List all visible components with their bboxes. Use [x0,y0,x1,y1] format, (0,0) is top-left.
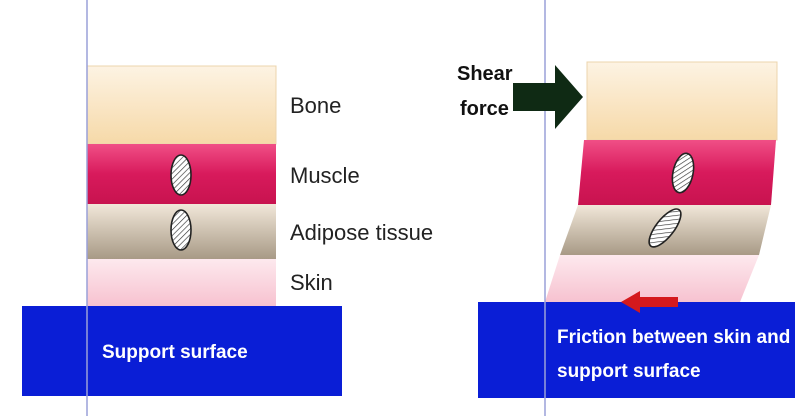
left-panel: Bone Muscle Adipose tissue Skin Support … [22,0,433,416]
label-muscle: Muscle [290,163,360,188]
left-bone-layer [87,66,276,144]
shear-force-arrow-icon [513,65,583,129]
label-skin: Skin [290,270,333,295]
label-adipose: Adipose tissue [290,220,433,245]
left-adipose-vessel-icon [171,210,191,250]
left-skin-layer [87,259,276,306]
right-bone-layer [587,62,777,140]
left-muscle-vessel-icon [171,155,191,195]
left-surface-label: Support surface [102,342,248,363]
right-panel: Shear force Friction between skin and su… [457,0,795,416]
shear-label-line2: force [460,98,509,120]
shear-label-line1: Shear [457,63,513,85]
right-support-surface [478,302,795,398]
right-skin-layer [545,255,759,302]
friction-label-line1: Friction between skin and [557,327,790,348]
label-bone: Bone [290,93,341,118]
friction-label-line2: support surface [557,361,701,382]
